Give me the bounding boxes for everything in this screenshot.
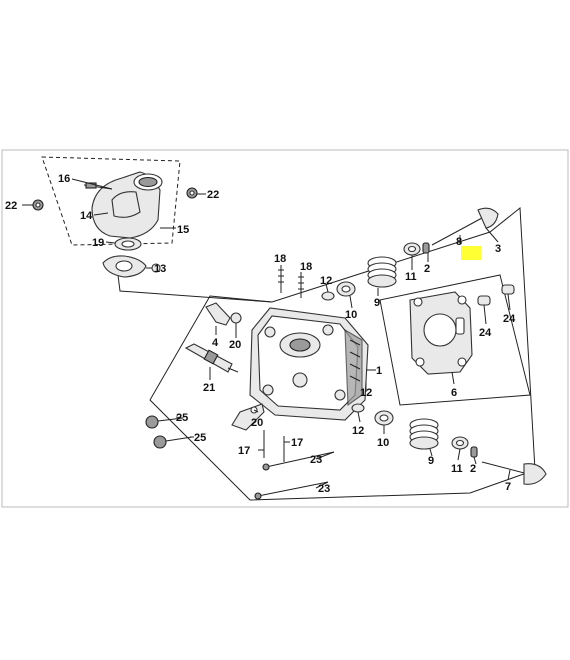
- cylinder-head: [249, 307, 369, 421]
- intake-manifold: [91, 171, 163, 239]
- callout-9-bottom: 9: [428, 455, 434, 467]
- bolt-25-top: [145, 415, 184, 429]
- stud-18-left: [278, 265, 284, 293]
- diagram-frame: [1, 149, 569, 508]
- callout-12-bottom: 12: [352, 425, 364, 437]
- callout-17-right: 17: [291, 437, 303, 449]
- dowel-12-top: [321, 291, 335, 301]
- callout-25-top: 25: [176, 412, 188, 424]
- callout-22-left: 22: [5, 200, 17, 212]
- valve-spring-9-top: [367, 256, 397, 288]
- callout-23-bottom: 23: [318, 483, 330, 495]
- seal-10-top: [336, 281, 356, 297]
- callout-1: 1: [376, 365, 382, 377]
- dowel-12-side: [351, 403, 365, 413]
- intake-group-outline: [41, 156, 181, 246]
- spark-plug-21: [184, 343, 239, 373]
- stud-18-right: [298, 272, 304, 298]
- callout-8: 8: [456, 236, 462, 248]
- callout-2-top: 2: [424, 263, 430, 275]
- callout-10-bottom: 10: [377, 437, 389, 449]
- valve-spring-9-bottom: [409, 418, 439, 450]
- callout-11-bottom: 11: [451, 463, 463, 475]
- callout-6: 6: [451, 387, 457, 399]
- callout-22-right: 22: [207, 189, 219, 201]
- callout-18-left: 18: [274, 253, 286, 265]
- bracket-4: [205, 302, 231, 326]
- retainer-11-bottom: [451, 436, 469, 450]
- callout-12-middle: 12: [360, 387, 372, 399]
- retainer-11-top: [403, 242, 421, 256]
- callout-25-bottom: 25: [194, 432, 206, 444]
- callout-21: 21: [203, 382, 215, 394]
- callout-2-bottom: 2: [470, 463, 476, 475]
- stud-23-top: [262, 451, 335, 471]
- callout-24-right: 24: [503, 313, 516, 325]
- callout-13: 13: [154, 263, 166, 275]
- callout-labels: 16 22 22 14 15 19 13 18 18 12 4 20 21 9 …: [5, 173, 516, 495]
- dowel-24-left: [477, 295, 491, 306]
- callout-14: 14: [80, 210, 93, 222]
- stud-23-bottom: [254, 481, 329, 500]
- callout-19: 19: [92, 237, 104, 249]
- highlight-marker: [461, 246, 481, 260]
- callout-18-right: 18: [300, 261, 312, 273]
- callout-20-bottom: 20: [251, 417, 263, 429]
- callout-3: 3: [495, 243, 501, 255]
- callout-15: 15: [177, 224, 189, 236]
- seal-10-bottom: [374, 410, 394, 426]
- callout-12-top: 12: [320, 275, 332, 287]
- callout-7: 7: [505, 481, 511, 493]
- callout-23-top: 23: [310, 454, 322, 466]
- dowel-24-right: [501, 284, 515, 295]
- cylinder-head-gasket: [409, 291, 473, 375]
- bolt-20-top: [230, 312, 242, 330]
- nut-22-left: [32, 199, 44, 211]
- callout-17-left: 17: [238, 445, 250, 457]
- valve-8: [431, 207, 499, 246]
- cotter-2-top: [422, 242, 430, 254]
- callout-24-left: 24: [479, 327, 492, 339]
- callout-10-top: 10: [345, 309, 357, 321]
- valve-7: [481, 461, 547, 485]
- insulator-13: [102, 255, 147, 278]
- callout-9-top: 9: [374, 297, 380, 309]
- leader-lines: [22, 178, 511, 489]
- nut-22-right: [186, 187, 198, 199]
- callout-16: 16: [58, 173, 70, 185]
- bolt-25-bottom: [153, 435, 193, 449]
- insulator-gasket-19: [114, 237, 142, 251]
- callout-20-top: 20: [229, 339, 241, 351]
- callout-11-top: 11: [405, 271, 417, 283]
- cotter-2-bottom: [470, 446, 478, 458]
- intake-bracket-line: [117, 274, 273, 303]
- callout-4: 4: [212, 337, 219, 349]
- gasket-group-outline: [379, 274, 531, 406]
